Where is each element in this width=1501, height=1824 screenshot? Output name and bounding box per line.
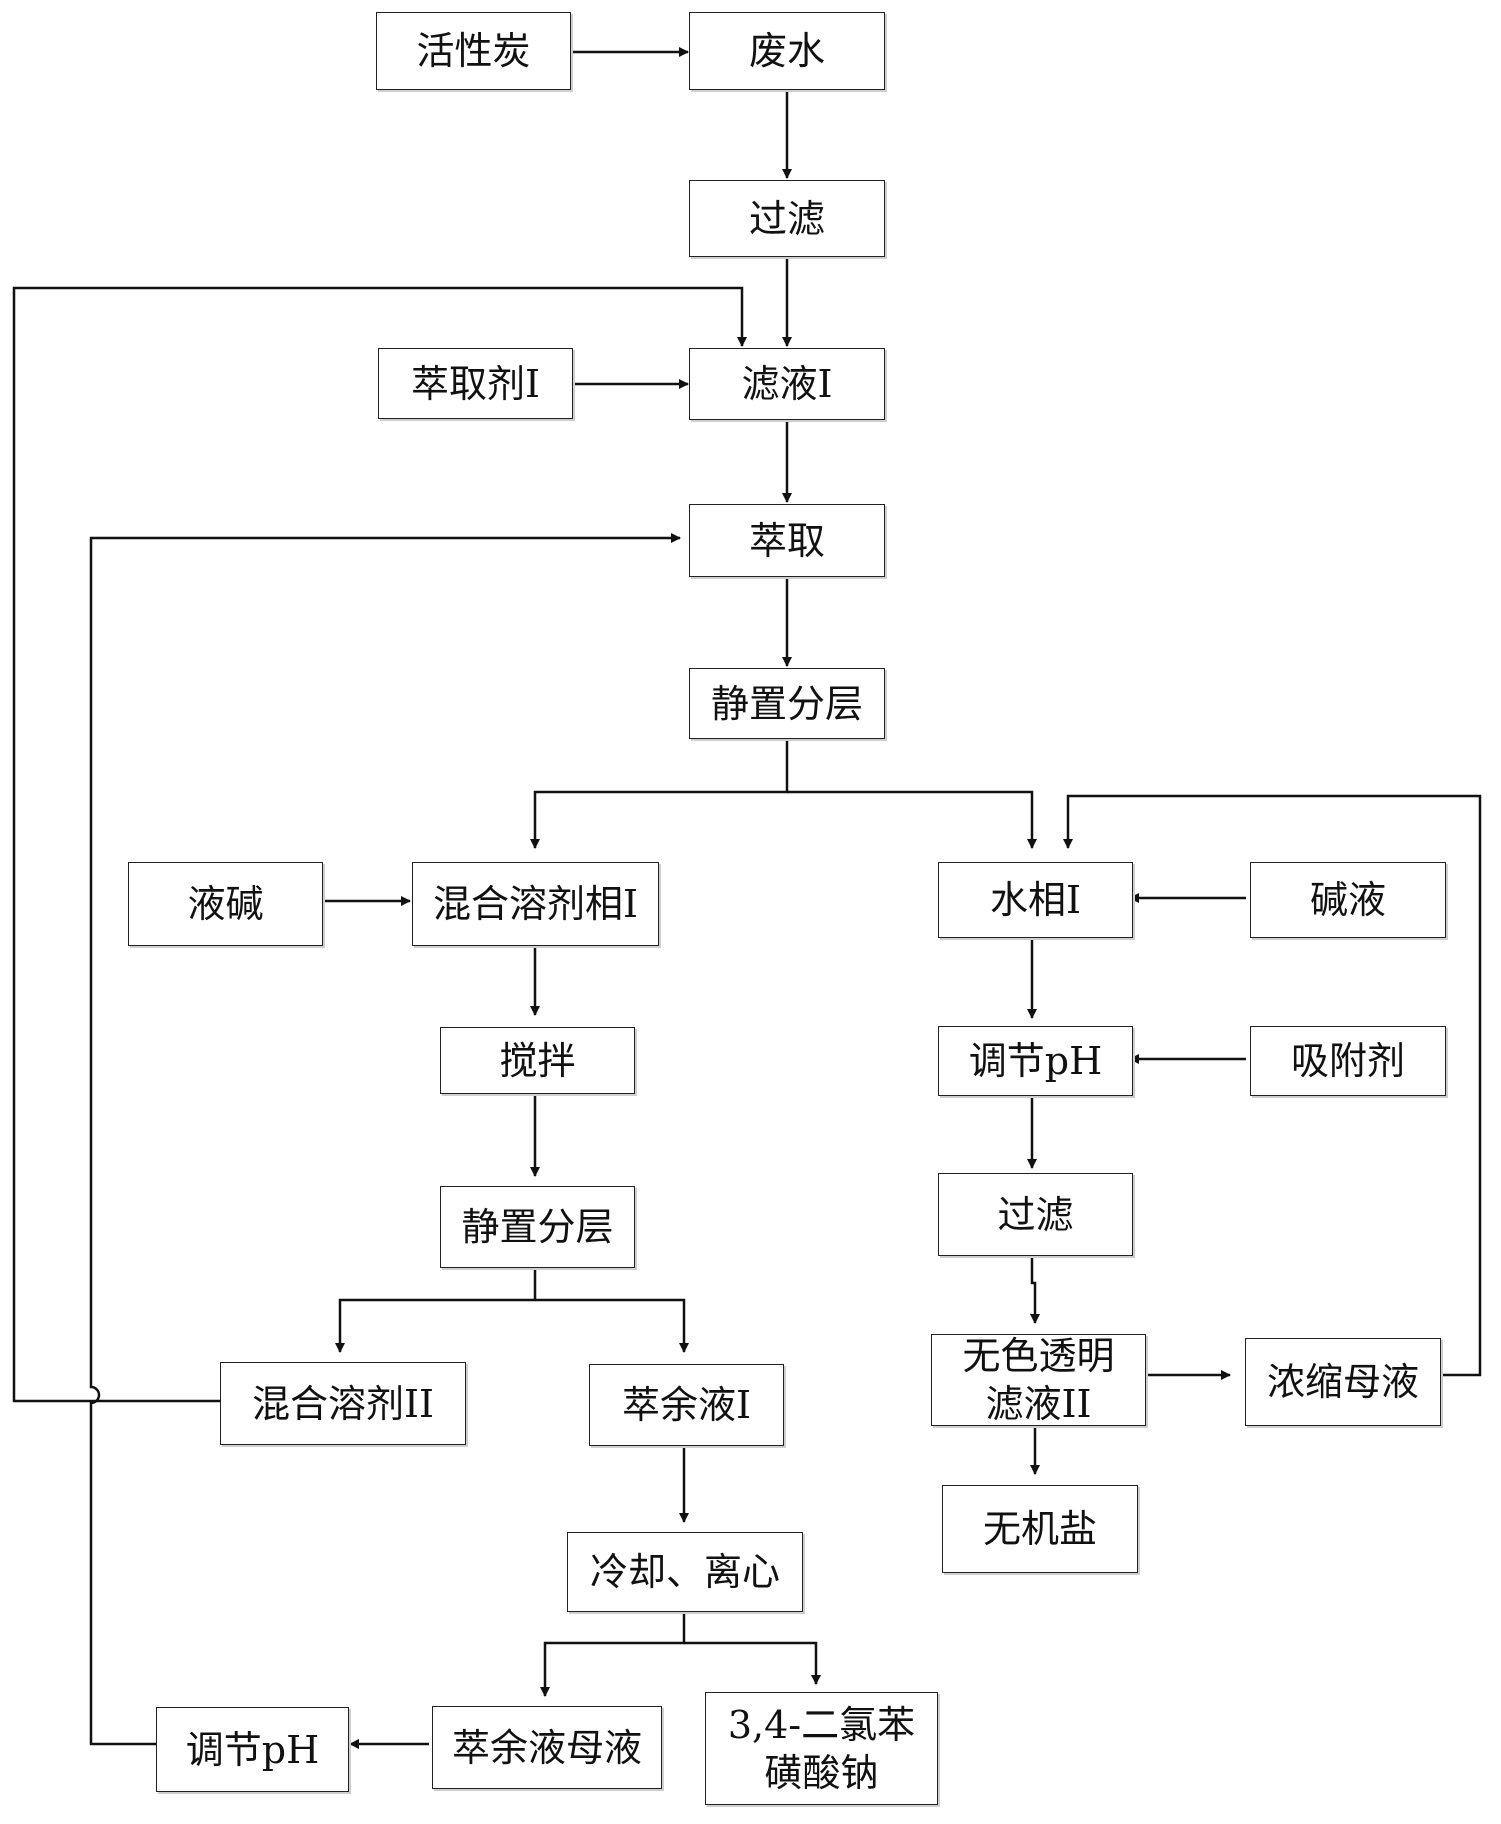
stirring-box: 搅拌 xyxy=(440,1027,635,1094)
filtration-label-2: 过滤 xyxy=(997,1192,1074,1237)
split-line-settling-1-right xyxy=(787,790,1037,849)
product-label: 3,4-二氯苯 磺酸钠 xyxy=(727,1702,916,1795)
liquid-alkali-label: 液碱 xyxy=(187,882,264,926)
alkali-solution-label: 碱液 xyxy=(1309,878,1386,922)
aqueous-phase-label: 水相I xyxy=(989,878,1081,922)
liquid-alkali-box: 液碱 xyxy=(128,862,323,946)
cooling-centrifuge-box: 冷却、离心 xyxy=(567,1532,803,1612)
extractant-label: 萃取剂I xyxy=(410,361,540,406)
filtration-box-2: 过滤 xyxy=(938,1173,1133,1256)
adsorbent-label: 吸附剂 xyxy=(1290,1039,1405,1083)
raffinate-mother-liquor-box: 萃余液母液 xyxy=(432,1706,662,1789)
settling-label-1: 静置分层 xyxy=(710,681,863,726)
split-line-cooling xyxy=(540,1612,686,1697)
settling-box-1: 静置分层 xyxy=(689,668,885,739)
filtration-label-1: 过滤 xyxy=(748,196,825,241)
settling-box-2: 静置分层 xyxy=(440,1186,635,1268)
adjust-ph-label-right: 调节pH xyxy=(968,1039,1103,1083)
extraction-label: 萃取 xyxy=(748,518,825,563)
wastewater-label: 废水 xyxy=(748,29,825,73)
wastewater-box: 废水 xyxy=(689,12,885,90)
raffinate-box: 萃余液I xyxy=(589,1364,784,1446)
recycle-line-adjust-ph xyxy=(89,533,681,1746)
adjust-ph-box-left: 调节pH xyxy=(156,1707,349,1792)
recycle-line-concentrate xyxy=(1063,794,1482,1377)
colorless-filtrate-label: 无色透明 滤液II xyxy=(962,1334,1115,1426)
adsorbent-box: 吸附剂 xyxy=(1250,1026,1446,1096)
activated-carbon-box: 活性炭 xyxy=(376,12,571,90)
activated-carbon-label: 活性炭 xyxy=(416,29,531,73)
filtration-box-1: 过滤 xyxy=(689,180,885,257)
inorganic-salt-box: 无机盐 xyxy=(942,1485,1138,1573)
aqueous-phase-box: 水相I xyxy=(938,862,1133,938)
adjust-ph-box-right: 调节pH xyxy=(938,1026,1133,1096)
recycle-line-solvent2 xyxy=(12,286,747,1403)
raffinate-label: 萃余液I xyxy=(621,1383,751,1427)
filtrate-box-1: 滤液I xyxy=(689,348,885,420)
settling-label-2: 静置分层 xyxy=(461,1205,614,1249)
colorless-filtrate-box: 无色透明 滤液II xyxy=(931,1334,1146,1426)
mixed-solvent-phase-box: 混合溶剂相I xyxy=(412,862,659,946)
raffinate-mother-liquor-label: 萃余液母液 xyxy=(451,1725,642,1770)
split-line-settling-1 xyxy=(530,740,789,849)
cooling-centrifuge-label: 冷却、离心 xyxy=(589,1550,780,1594)
split-line-cooling-right xyxy=(684,1641,821,1685)
extractant-box: 萃取剂I xyxy=(378,348,573,419)
stirring-label: 搅拌 xyxy=(499,1038,576,1083)
inorganic-salt-label: 无机盐 xyxy=(982,1507,1097,1551)
extraction-box: 萃取 xyxy=(689,504,885,577)
concentrated-mother-liquor-label: 浓缩母液 xyxy=(1266,1360,1419,1404)
product-box: 3,4-二氯苯 磺酸钠 xyxy=(705,1692,938,1805)
mixed-solvent-2-box: 混合溶剂II xyxy=(220,1362,466,1445)
arrow-filter-to-colorless-filtrate xyxy=(1030,1256,1040,1324)
adjust-ph-label-left: 调节pH xyxy=(185,1727,320,1772)
concentrated-mother-liquor-box: 浓缩母液 xyxy=(1245,1338,1441,1426)
alkali-solution-box: 碱液 xyxy=(1250,862,1446,938)
mixed-solvent-2-label: 混合溶剂II xyxy=(251,1381,435,1426)
mixed-solvent-phase-label: 混合溶剂相I xyxy=(432,882,638,926)
split-line-settling-2-right xyxy=(535,1298,689,1353)
split-line-settling-2 xyxy=(335,1268,537,1353)
filtrate-label-1: 滤液I xyxy=(741,362,833,406)
